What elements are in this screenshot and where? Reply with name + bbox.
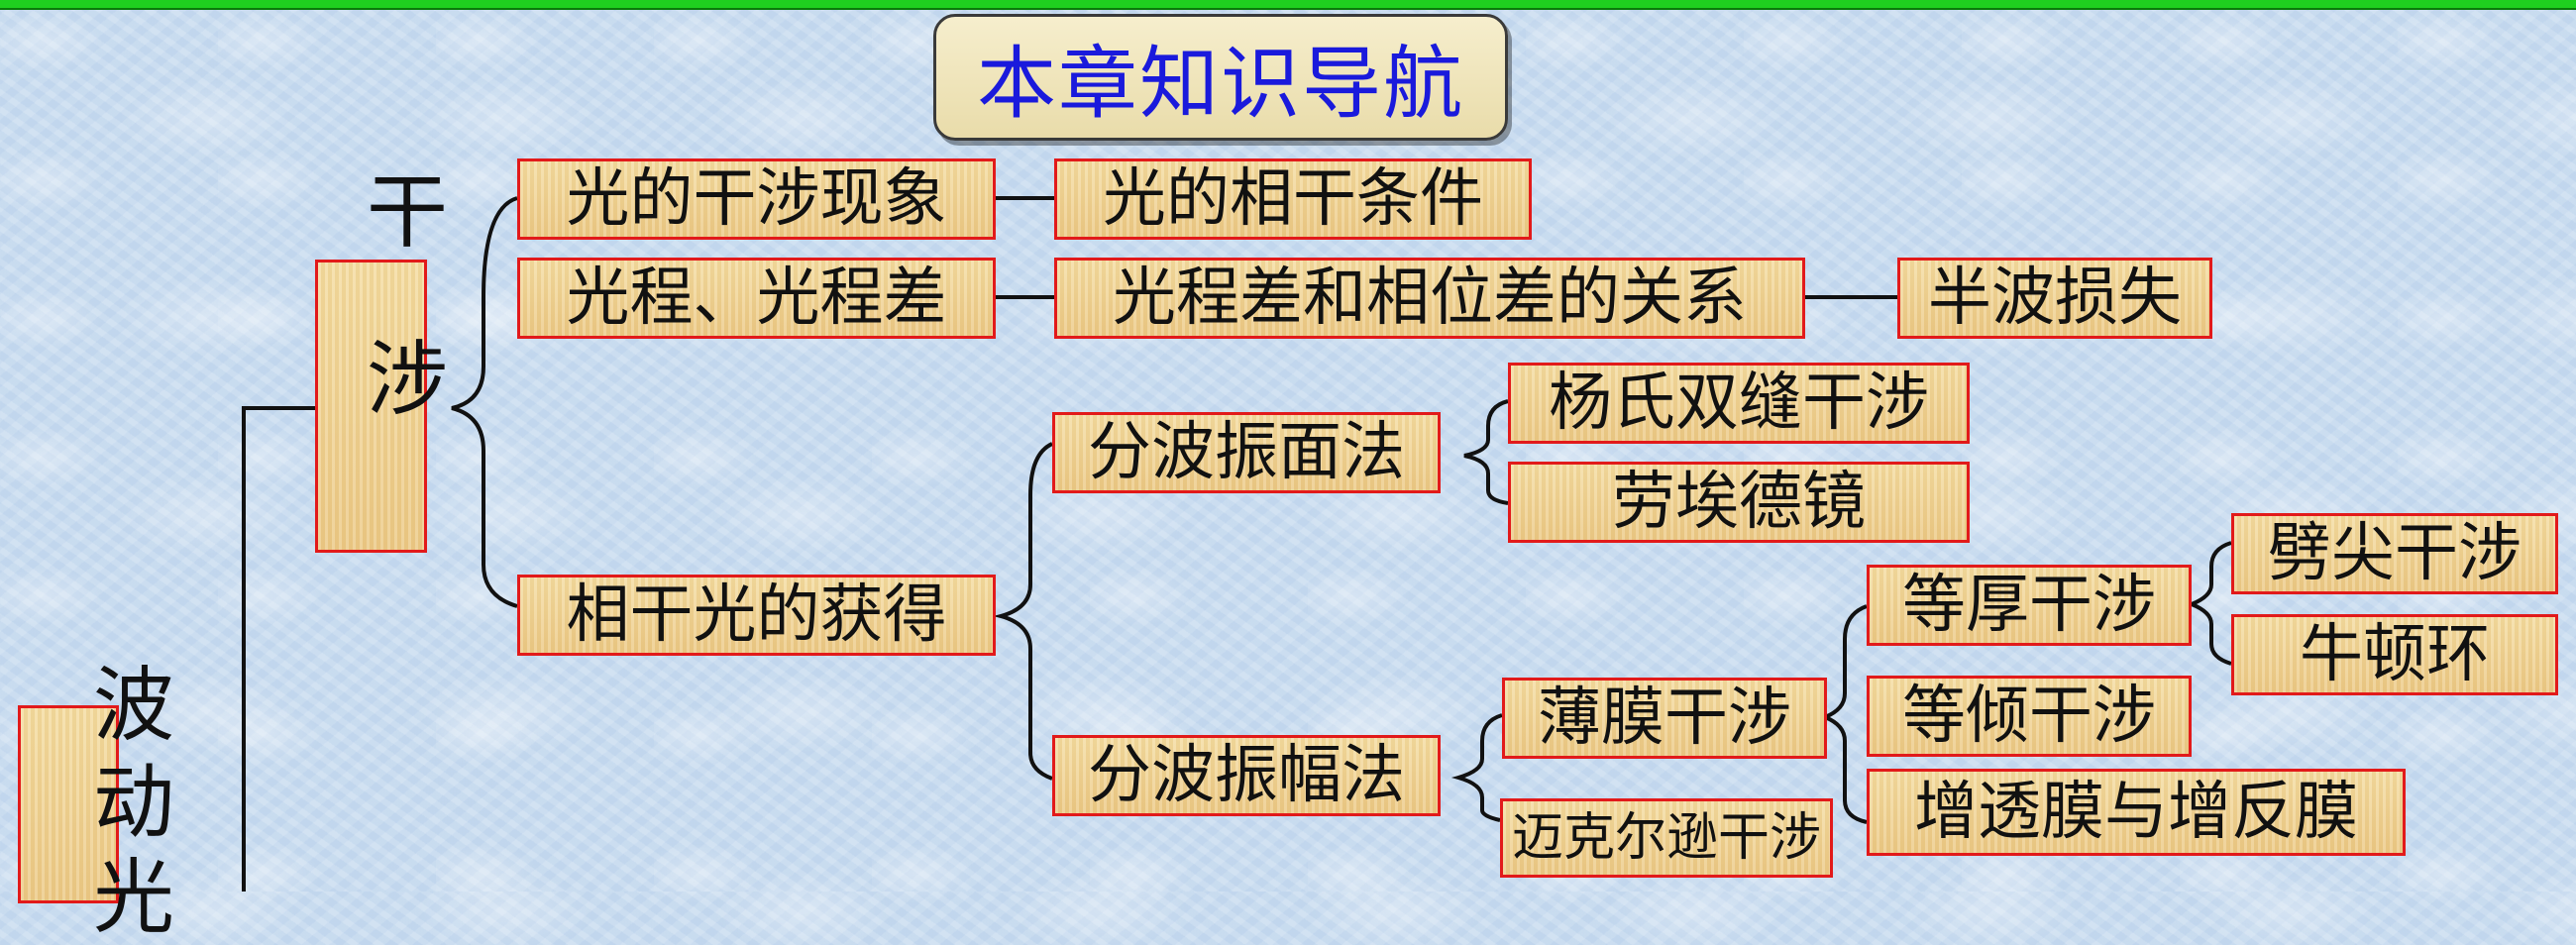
- node-half-wave-loss: 半波损失: [1897, 258, 2212, 339]
- node-equal-inclination: 等倾干涉: [1867, 676, 2192, 757]
- branch-char: 干: [367, 165, 449, 260]
- top-bar: [0, 0, 2576, 10]
- node-wavefront-division: 分波振面法: [1052, 412, 1441, 493]
- branch-node: [315, 260, 427, 553]
- root-char: 波: [93, 659, 175, 753]
- page-title: 本章知识导航: [933, 14, 1508, 141]
- node-coherence-condition: 光的相干条件: [1054, 158, 1532, 240]
- node-interference-phenomenon: 光的干涉现象: [517, 158, 996, 240]
- node-optical-path: 光程、光程差: [517, 258, 996, 339]
- node-young-double-slit: 杨氏双缝干涉: [1508, 363, 1970, 444]
- node-thin-film: 薄膜干涉: [1502, 678, 1827, 759]
- node-wedge: 劈尖干涉: [2231, 513, 2558, 594]
- root-node: [18, 705, 119, 903]
- node-michelson: 迈克尔逊干涉: [1500, 798, 1833, 878]
- root-char: 动: [93, 756, 175, 850]
- node-amplitude-division: 分波振幅法: [1052, 735, 1441, 816]
- branch-char: 涉: [367, 333, 449, 427]
- connector-lines: [242, 196, 2232, 892]
- node-path-phase-relation: 光程差和相位差的关系: [1054, 258, 1805, 339]
- node-equal-thickness: 等厚干涉: [1867, 565, 2192, 646]
- node-newton-rings: 牛顿环: [2231, 614, 2558, 695]
- node-lloyd-mirror: 劳埃德镜: [1508, 462, 1970, 543]
- node-coatings: 增透膜与增反膜: [1867, 769, 2406, 856]
- node-coherent-light: 相干光的获得: [517, 575, 996, 656]
- root-char: 光: [93, 851, 175, 945]
